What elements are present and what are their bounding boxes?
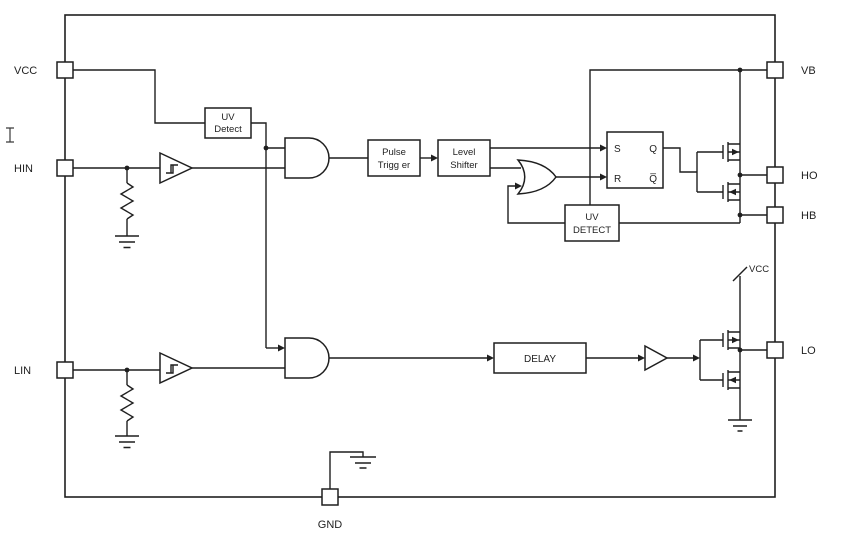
uv-detect-hs-label1: UV [585,212,599,223]
wires [73,69,767,489]
junction-dot [737,67,743,73]
lowside-driver-buffer [644,344,669,372]
lin-schmitt-buffer [159,351,194,385]
hin-hysteresis-icon [166,164,178,174]
ground-ls-symbol [728,419,752,432]
pin-hin [56,159,74,177]
uv-detect-hs-label2: DETECT [573,225,611,236]
mosfet-arrow-icon [732,336,739,344]
pin-label-hb: HB [801,210,816,222]
pin-label-lo: LO [801,345,816,357]
ground-lin-symbol [115,435,139,449]
pin-vcc [56,61,74,79]
pin-label-vb: VB [801,65,816,77]
latch-r-label: R [614,174,621,185]
and-gate-lowside [284,337,330,379]
mosfet-hs-bottom [722,182,740,202]
wire-hs-gate-leads [697,151,723,193]
vcc-rail-label: VCC [749,264,769,275]
resistor-lin [119,384,135,422]
pin-hb [766,206,784,224]
level-shifter-label1: Level [453,147,476,158]
i-beam-cursor [6,127,14,143]
mosfet-hs-top [722,142,740,162]
ic-boundary [64,14,776,498]
junction-dot [263,145,269,151]
junction-dot [737,172,743,178]
signal-arrowheads [278,144,700,362]
mosfet-ls-top [722,330,740,350]
mosfet-symbol [722,142,740,162]
arrowhead [600,173,607,181]
mosfet-symbol [722,370,740,390]
wire-vb-rail [589,69,767,205]
pins [56,61,784,506]
mosfet-arrow-icon [729,188,736,196]
resistor-hin [119,182,135,220]
wire-gnd [329,451,364,489]
mosfet-symbol [722,182,740,202]
pin-ho [766,166,784,184]
ground-hin-symbol [115,235,139,249]
pin-label-hin: HIN [14,163,33,175]
pin-labels: VCC HIN LIN VB HO HB LO GND VCC [14,65,818,531]
mosfet-arrow-icon [729,376,736,384]
wire-latch-to-driver [663,147,697,173]
pin-lin [56,361,74,379]
arrowhead [487,354,494,362]
junction-dot [737,212,743,218]
pulse-trigger-block [367,139,421,177]
output-mosfets [722,142,740,390]
and-gate-highside [284,137,330,179]
wire-uvdetect-bus [251,122,267,348]
level-shifter-label2: Shifter [450,160,477,171]
latch-q-label: Q [649,144,657,155]
uv-detect-vcc-label2: Detect [214,124,242,135]
junction-dot [737,347,743,353]
delay-label: DELAY [524,354,556,365]
arrowhead [638,354,645,362]
or-gate [516,159,557,195]
logic-gates [159,137,669,385]
sr-latch-block [606,131,664,189]
pin-label-lin: LIN [14,365,31,377]
pin-label-ho: HO [801,170,818,182]
junction-dot [124,165,130,171]
wire-ls-gate-leads [700,339,723,381]
latch-s-label: S [614,144,621,155]
lin-hysteresis-icon [166,364,178,374]
mosfet-ls-bottom [722,370,740,390]
pulse-trigger-label1: Pulse [382,147,406,158]
function-blocks: UV Detect Pulse Trigg er Level Shifter S… [204,107,664,374]
junction-dot [124,367,130,373]
junction-dots [124,67,743,373]
arrowhead [278,344,285,352]
pin-label-vcc: VCC [14,65,37,77]
pin-lo [766,341,784,359]
uv-detect-hs-block [564,204,620,242]
wire-vcc-to-uvdetect [73,69,205,124]
pulse-trigger-label2: Trigg er [378,160,410,171]
pin-vb [766,61,784,79]
latch-qbar-label: Q̅ [649,173,657,185]
arrowhead [431,154,438,162]
arrowhead [693,354,700,362]
hin-schmitt-buffer [159,151,194,185]
ground-gnd-symbol [350,456,376,469]
pin-gnd [321,488,339,506]
arrowhead [600,144,607,152]
uv-detect-vcc-block [204,107,252,139]
mosfet-arrow-icon [732,148,739,156]
pin-label-gnd: GND [318,519,343,531]
vcc-rail-slash [732,266,748,282]
wire-uvdetect-hs-to-or [507,185,565,224]
mosfet-symbol [722,330,740,350]
arrowhead [515,182,522,190]
uv-detect-vcc-label1: UV [221,112,235,123]
